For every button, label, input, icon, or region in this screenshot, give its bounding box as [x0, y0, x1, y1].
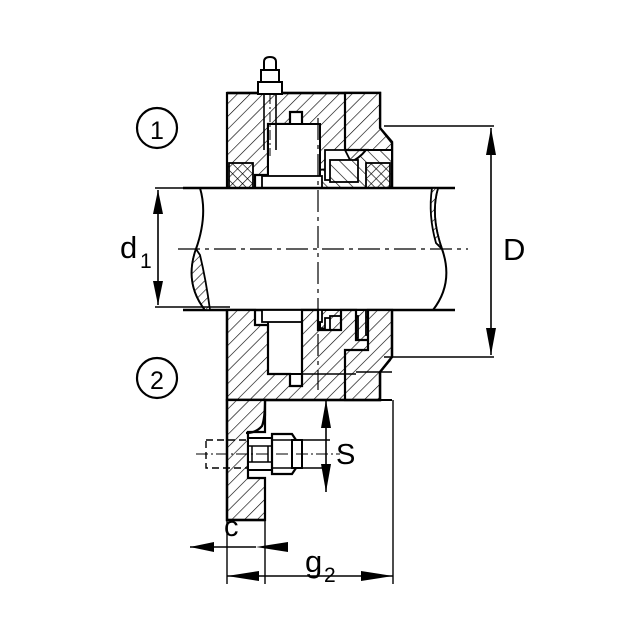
- c-arrow-right: [256, 542, 288, 552]
- g2-arrow-right: [361, 571, 393, 581]
- dimension-label-d1: d: [120, 230, 137, 265]
- seal-upper-left: [228, 162, 254, 189]
- S-arrow-top: [321, 400, 331, 428]
- S-arrow-bottom: [321, 464, 331, 492]
- d1-arrow-bottom: [153, 281, 163, 305]
- item-marker-1-circle: [135, 106, 179, 150]
- mounting-bolt: [196, 432, 340, 476]
- dimension-label-D: D: [503, 232, 525, 267]
- dimension-label-S: S: [336, 439, 355, 471]
- d1-arrow-top: [153, 190, 163, 214]
- housing-lower: [225, 308, 394, 402]
- item-marker-1-label: 1: [150, 117, 164, 145]
- item-marker-1: 1: [135, 106, 179, 150]
- dimension-label-g2: g: [305, 544, 322, 579]
- seal-upper-right: [365, 162, 391, 189]
- dimension-d1: d 1: [120, 187, 230, 308]
- shaft-break-wedge-left: [190, 247, 212, 311]
- shaft-break-wedge-right: [429, 187, 443, 250]
- item-marker-2-label: 2: [150, 367, 164, 395]
- dimension-subscript-g2: 2: [324, 564, 336, 587]
- inner-ring-step-upper: [261, 175, 323, 189]
- flange-base: [225, 398, 267, 522]
- item-marker-2: 2: [135, 356, 179, 400]
- item-marker-2-circle: [135, 356, 179, 400]
- ball-upper: [329, 159, 359, 183]
- D-arrow-top: [486, 128, 496, 155]
- dimension-S: S: [300, 400, 355, 492]
- dimension-c: c: [190, 511, 288, 584]
- flange-inner-fillet: [245, 399, 267, 435]
- D-arrow-bottom: [486, 328, 496, 355]
- dimension-label-c: c: [224, 511, 239, 543]
- dimension-subscript-d1: 1: [140, 250, 152, 273]
- dimension-g2: g 2: [227, 400, 394, 587]
- grease-nipple: [257, 55, 283, 156]
- dimension-D: D: [384, 125, 525, 358]
- housing-upper: [225, 91, 394, 190]
- g2-arrow-left: [227, 571, 259, 581]
- c-arrow-left: [190, 542, 214, 552]
